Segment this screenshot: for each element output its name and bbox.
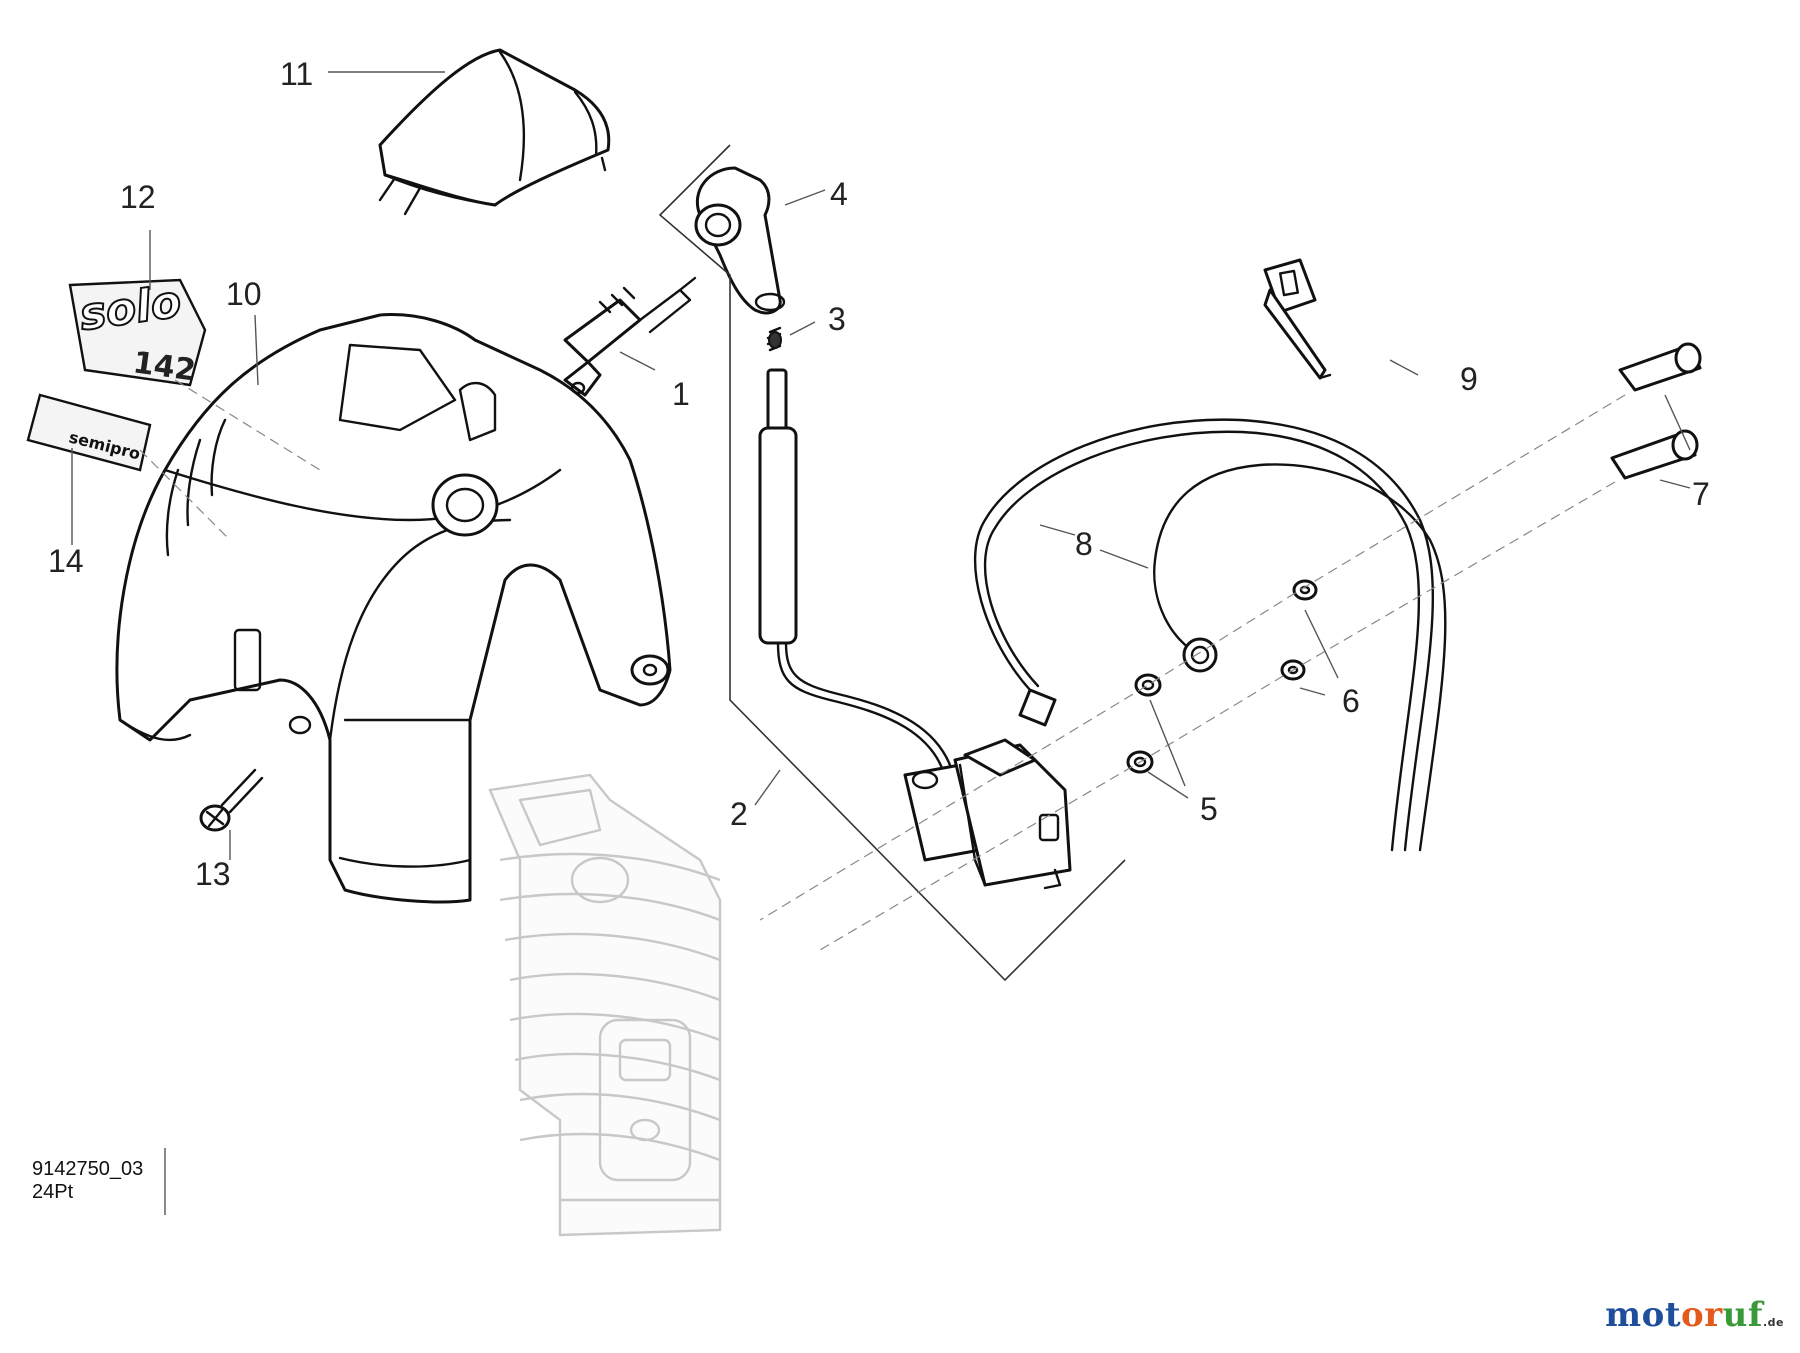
cylinder-ghost (488, 773, 722, 1237)
part-3-spring (766, 326, 782, 352)
callout-numbers: 11 12 10 14 13 1 4 3 2 8 9 7 6 5 (48, 56, 1710, 892)
leader-lines (71, 71, 1691, 860)
part-14-series-decal: semipro (26, 393, 152, 472)
part-5-washers (1126, 673, 1162, 774)
callout-7: 7 (1692, 476, 1710, 512)
watermark-suffix: .de (1762, 1316, 1784, 1329)
part-11-top-cap (378, 48, 611, 216)
callout-13: 13 (195, 856, 231, 892)
callout-12: 12 (120, 179, 156, 215)
part-12-brand-decal: solo 142 (68, 275, 207, 389)
part-6-washers (1280, 579, 1318, 681)
callout-11: 11 (280, 56, 313, 92)
part-2-group-bracket (658, 144, 1126, 982)
callout-14: 14 (48, 543, 84, 579)
drawing-subcode: 24Pt (32, 1181, 74, 1203)
callout-2: 2 (730, 796, 748, 832)
callout-3: 3 (828, 301, 846, 337)
part-7-bolts (1610, 342, 1702, 480)
callout-10: 10 (226, 276, 262, 312)
part-8-wires (973, 418, 1447, 852)
part-1-spark-plug (563, 276, 697, 397)
callout-1: 1 (672, 376, 690, 412)
assembly-axes (139, 379, 1626, 951)
drawing-code-box: 9142750_03 24Pt (32, 1148, 166, 1215)
callout-8: 8 (1075, 526, 1093, 562)
callout-4: 4 (830, 176, 848, 212)
part-4-spark-plug-boot (694, 166, 786, 315)
part-9-cable-tie (1263, 258, 1332, 380)
callout-9: 9 (1460, 361, 1478, 397)
watermark-part2: or (1681, 1295, 1723, 1335)
part-13-screw (199, 768, 264, 832)
part-10-engine-shroud (115, 313, 672, 904)
part-2-ignition-module (758, 368, 1072, 890)
watermark-part3: uf (1722, 1295, 1763, 1335)
model-decal-text: 142 (131, 345, 198, 388)
brand-decal-text: solo (76, 276, 184, 341)
callout-5: 5 (1200, 791, 1218, 827)
watermark-logo: motoruf.de (1605, 1295, 1784, 1335)
drawing-code: 9142750_03 (32, 1158, 143, 1180)
callout-6: 6 (1342, 683, 1360, 719)
watermark-part1: mot (1605, 1295, 1682, 1335)
